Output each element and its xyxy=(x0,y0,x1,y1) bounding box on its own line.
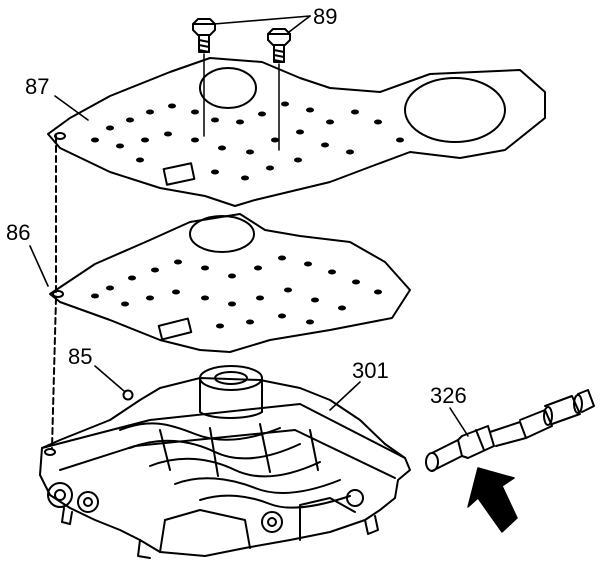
leader-89-left xyxy=(213,15,311,25)
checkball xyxy=(122,389,134,401)
callout-85: 85 xyxy=(68,344,93,369)
callout-89: 89 xyxy=(313,4,338,29)
leader-301 xyxy=(329,381,361,411)
leader-lines xyxy=(29,15,469,437)
solenoid xyxy=(425,389,595,472)
leader-85 xyxy=(94,365,125,392)
callout-326: 326 xyxy=(430,383,467,408)
callout-301: 301 xyxy=(352,358,389,383)
alignment-guides xyxy=(51,135,57,449)
bolt-right xyxy=(267,28,291,63)
plate-holes xyxy=(91,101,404,181)
plate-large-bore xyxy=(404,77,506,143)
bolt-drop-lines xyxy=(203,53,280,151)
gasket-slot xyxy=(157,317,193,341)
guide-gasket-to-body xyxy=(51,297,57,449)
leader-87 xyxy=(54,95,89,121)
callout-87: 87 xyxy=(25,74,50,99)
leader-89-right xyxy=(288,15,311,33)
gasket-bore xyxy=(189,215,255,253)
leader-326 xyxy=(449,407,469,437)
valve-body xyxy=(39,365,411,559)
body-dowel-hole xyxy=(44,448,56,456)
plate-slot xyxy=(162,162,196,186)
bolt-left xyxy=(192,18,216,53)
direction-arrow xyxy=(467,467,518,533)
plate-small-bore xyxy=(199,67,257,109)
leader-86 xyxy=(29,245,49,287)
gasket-dowel-hole xyxy=(52,290,64,298)
gasket-holes xyxy=(91,255,382,329)
lower-gasket xyxy=(49,213,411,353)
callout-86: 86 xyxy=(6,220,31,245)
upper-spacer-plate xyxy=(47,57,546,207)
